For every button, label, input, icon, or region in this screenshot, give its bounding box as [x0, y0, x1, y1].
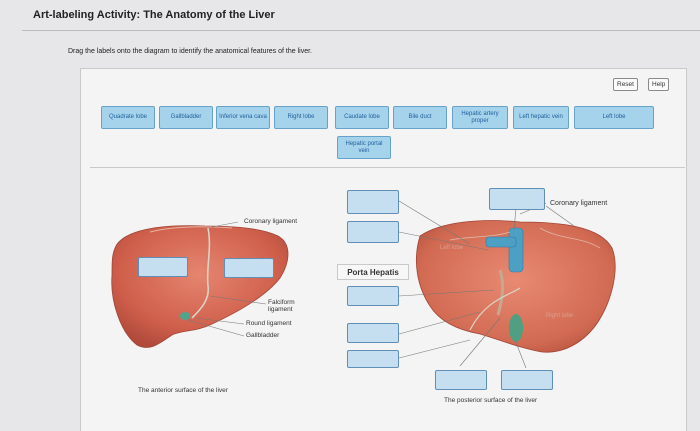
- label-quadrate-lobe[interactable]: Quadrate lobe: [101, 106, 155, 129]
- label-hepatic-artery-proper[interactable]: Hepatic artery proper: [452, 106, 508, 129]
- drop-target-anterior-left[interactable]: [138, 257, 188, 277]
- drop-target-center-4[interactable]: [347, 323, 399, 343]
- posterior-left-lobe-text: Left lobe: [440, 245, 464, 251]
- anterior-caption: The anterior surface of the liver: [138, 387, 228, 394]
- round-ligament-label: Round ligament: [246, 320, 292, 327]
- help-button[interactable]: Help: [648, 78, 670, 91]
- drop-target-center-3[interactable]: [347, 286, 399, 306]
- instructions: Drag the labels onto the diagram to iden…: [68, 48, 312, 55]
- label-caudate-lobe[interactable]: Caudate lobe: [335, 106, 389, 129]
- reset-button[interactable]: Reset: [613, 78, 638, 91]
- posterior-right-lobe-text: Right lobe: [546, 313, 574, 319]
- drop-target-anterior-right[interactable]: [224, 258, 274, 278]
- label-hepatic-portal-vein[interactable]: Hepatic portal vein: [337, 136, 391, 159]
- gallbladder-text-label: Gallbladder: [246, 332, 280, 339]
- posterior-liver: [415, 220, 616, 353]
- drop-target-center-2[interactable]: [347, 221, 399, 243]
- drop-target-posterior-bottom-left[interactable]: [435, 370, 487, 390]
- label-left-hepatic-vein[interactable]: Left hepatic vein: [513, 106, 569, 129]
- label-right-lobe[interactable]: Right lobe: [274, 106, 328, 129]
- bank-divider: [90, 167, 685, 168]
- drop-target-posterior-bottom-right[interactable]: [501, 370, 553, 390]
- drop-target-posterior-top[interactable]: [489, 188, 545, 210]
- label-left-lobe[interactable]: Left lobe: [574, 106, 654, 129]
- porta-hepatis-header: Porta Hepatis: [337, 264, 409, 280]
- label-bile-duct[interactable]: Bile duct: [393, 106, 447, 129]
- drop-target-center-1[interactable]: [347, 190, 399, 214]
- posterior-coronary-ligament-label: Coronary ligament: [550, 200, 608, 207]
- falciform-ligament-label: Falciform ligament: [268, 299, 295, 313]
- anterior-liver: [111, 225, 289, 348]
- label-inferior-vena-cava[interactable]: Inferior vena cava: [216, 106, 270, 129]
- page-title: Art-labeling Activity: The Anatomy of th…: [33, 9, 275, 21]
- title-divider: [22, 30, 700, 31]
- label-gallbladder[interactable]: Gallbladder: [159, 106, 213, 129]
- anterior-coronary-ligament-label: Coronary ligament: [244, 218, 298, 225]
- drop-target-center-5[interactable]: [347, 350, 399, 368]
- posterior-caption: The posterior surface of the liver: [444, 397, 538, 404]
